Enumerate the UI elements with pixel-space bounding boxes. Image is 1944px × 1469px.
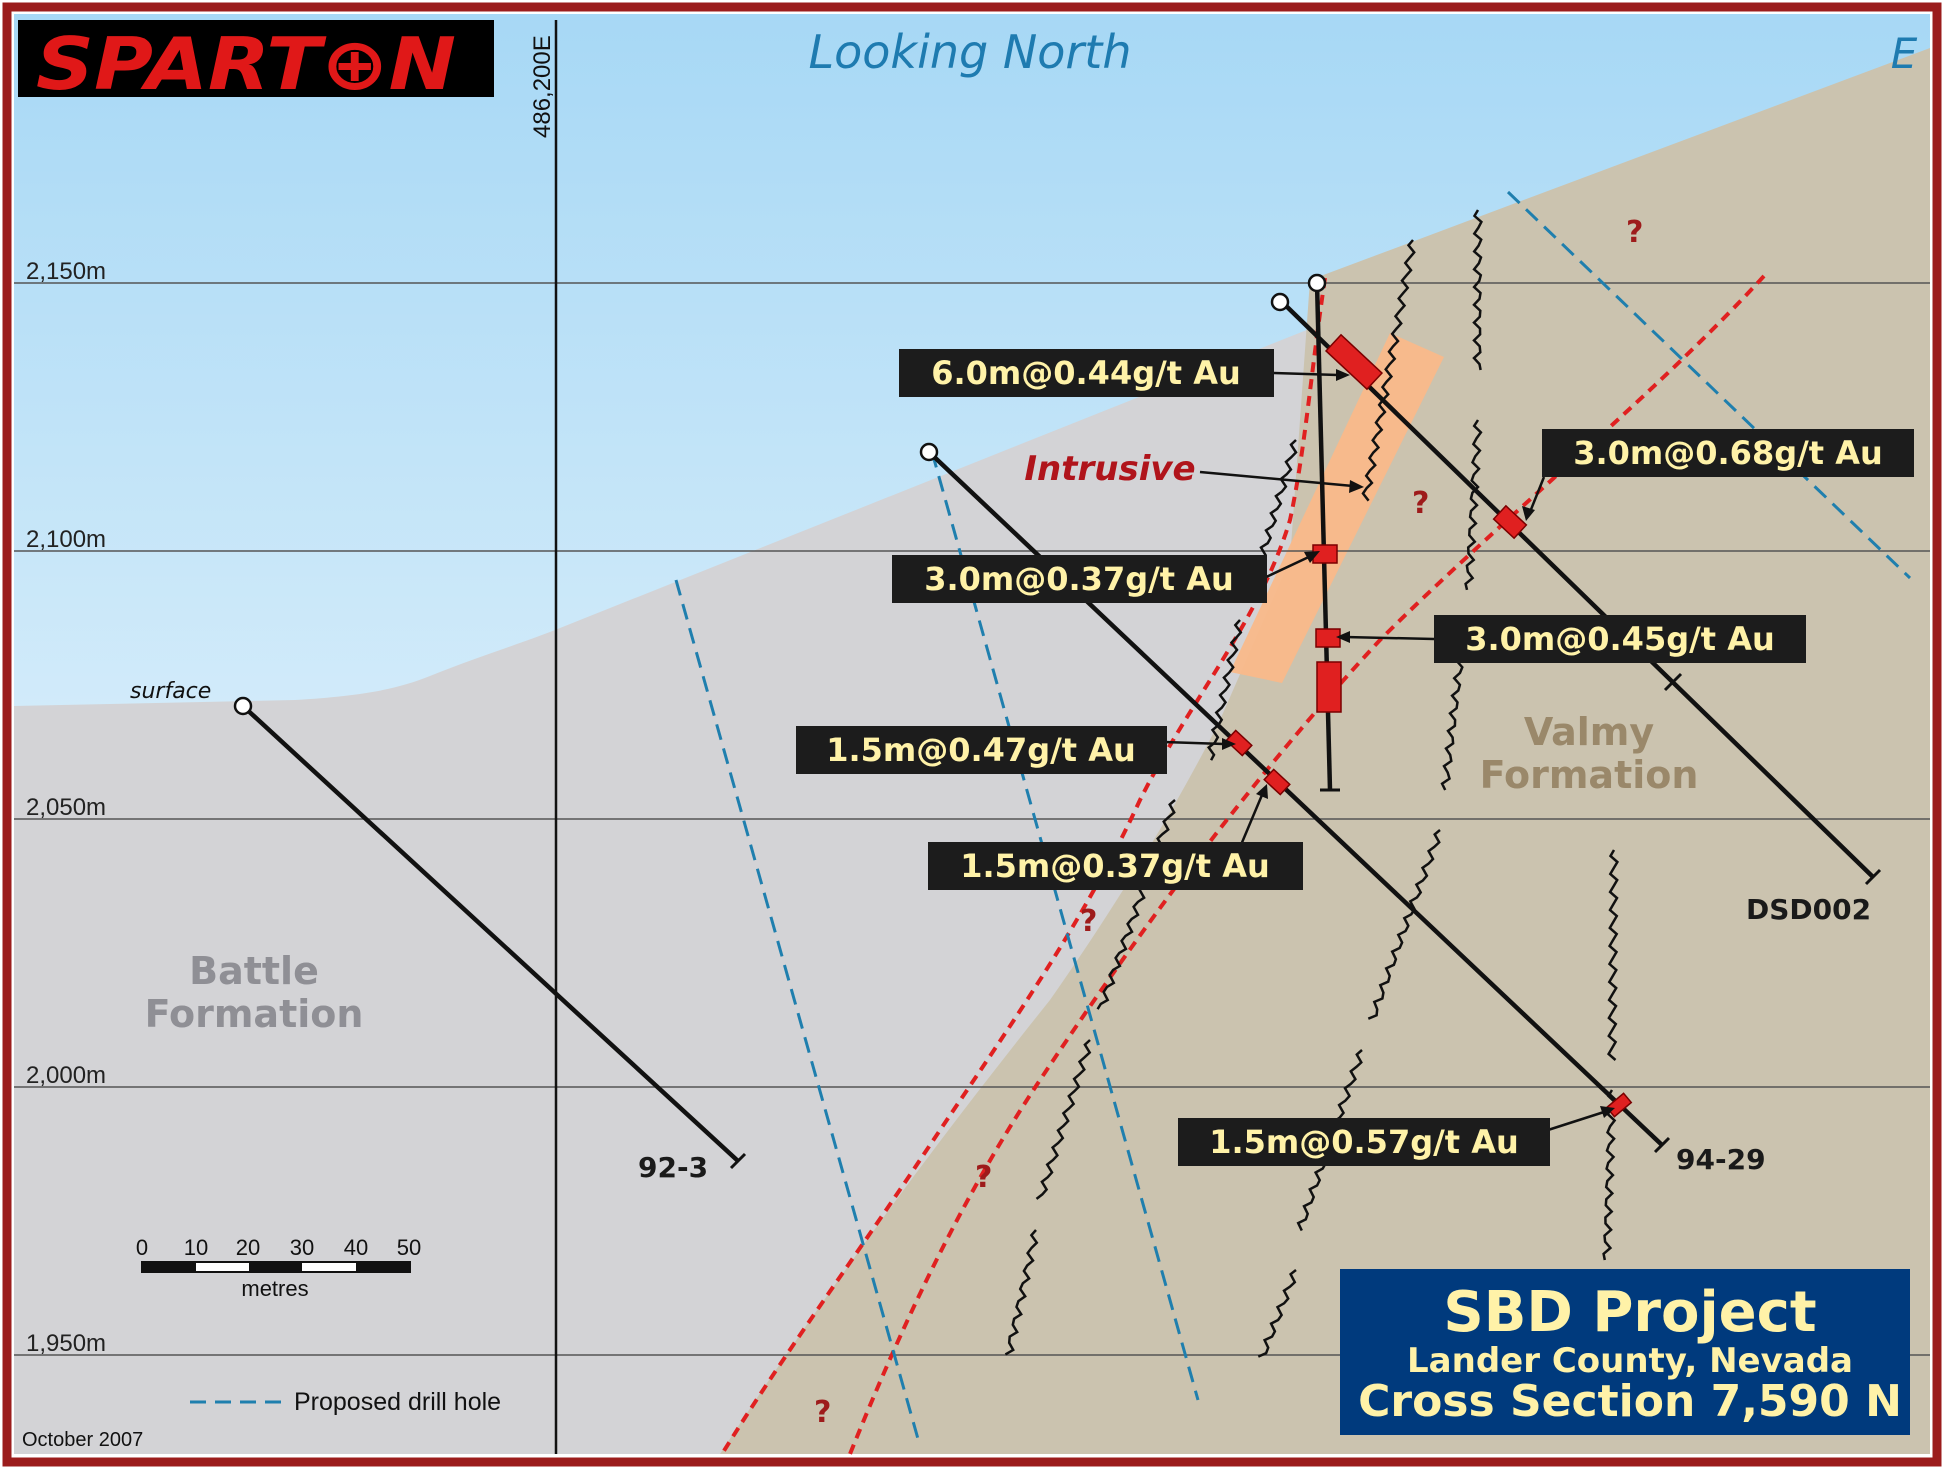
assay-labels: 6.0m@0.44g/t Au 3.0m@0.68g/t Au 3.0m@0.3… xyxy=(796,349,1914,1166)
hole-label-dsd002: DSD002 xyxy=(1746,893,1871,926)
elevation-label: 2,000m xyxy=(26,1062,106,1089)
assay-label: 1.5m@0.37g/t Au xyxy=(928,842,1303,890)
svg-text:3.0m@0.45g/t Au: 3.0m@0.45g/t Au xyxy=(1465,620,1775,658)
elevation-label: 2,150m xyxy=(26,258,106,285)
intercept-1-5-047 xyxy=(1225,729,1253,757)
date-label: October 2007 xyxy=(22,1429,143,1451)
svg-text:0: 0 xyxy=(136,1235,148,1260)
collar-vertical xyxy=(1307,273,1327,293)
collar-92-3 xyxy=(233,696,253,716)
east-label: E xyxy=(1891,29,1918,78)
elevation-label: 2,050m xyxy=(26,794,106,821)
question-mark: ? xyxy=(814,1395,831,1430)
collar-dsd002 xyxy=(1270,292,1290,312)
intercept-vert-low xyxy=(1316,661,1342,713)
structure-squiggle xyxy=(1096,799,1176,1010)
elevation-label: 1,950m xyxy=(26,1330,106,1357)
battle-formation-label: Battle Formation xyxy=(145,949,364,1036)
hole-label-94-29: 94-29 xyxy=(1676,1143,1766,1176)
drill-hole-92-3 xyxy=(241,704,740,1163)
company-logo: SPART⊕N xyxy=(18,20,494,106)
intercepts xyxy=(1225,333,1633,1118)
scale-bar: 0 10 20 30 40 50 metres xyxy=(136,1235,421,1301)
leader-lines xyxy=(1163,371,1605,1132)
structure-squiggle xyxy=(1004,1229,1039,1356)
svg-text:6.0m@0.44g/t Au: 6.0m@0.44g/t Au xyxy=(931,354,1241,392)
cross-section-title: Cross Section 7,590 N xyxy=(1358,1376,1902,1427)
drill-hole-dsd002 xyxy=(1278,298,1875,879)
intrusive-label: Intrusive xyxy=(1024,449,1195,489)
assay-label: 3.0m@0.37g/t Au xyxy=(892,555,1267,603)
svg-text:1.5m@0.37g/t Au: 1.5m@0.37g/t Au xyxy=(960,847,1270,885)
svg-text:30: 30 xyxy=(290,1235,314,1260)
collar-94-29 xyxy=(919,442,939,462)
logo-text: SPART⊕N xyxy=(36,22,456,106)
elevation-label: 2,100m xyxy=(26,526,106,553)
leader-arrowheads xyxy=(1222,369,1615,1118)
title-block: SBD Project Lander County, Nevada Cross … xyxy=(1340,1269,1910,1435)
proposed-drill-holes xyxy=(674,190,1912,1447)
assay-label: 3.0m@0.68g/t Au xyxy=(1542,429,1914,477)
svg-text:40: 40 xyxy=(344,1235,368,1260)
svg-text:50: 50 xyxy=(397,1235,421,1260)
intercept-1-5-057 xyxy=(1605,1092,1633,1118)
valmy-formation-label: Valmy Formation xyxy=(1480,710,1699,797)
view-direction-label: Looking North xyxy=(809,25,1132,79)
assay-label: 1.5m@0.57g/t Au xyxy=(1178,1118,1550,1166)
surface-label: surface xyxy=(130,679,211,704)
hole-collars xyxy=(233,273,1327,716)
project-location: Lander County, Nevada xyxy=(1407,1341,1853,1381)
assay-label: 3.0m@0.45g/t Au xyxy=(1434,615,1806,663)
intercept-3-0-068 xyxy=(1492,504,1528,540)
svg-text:Valmy: Valmy xyxy=(1524,710,1655,754)
legend-proposed-label: Proposed drill hole xyxy=(294,1388,501,1416)
svg-text:10: 10 xyxy=(184,1235,208,1260)
fault-lines xyxy=(720,274,1766,1456)
structure-squiggle xyxy=(1464,419,1483,591)
intercept-1-5-037 xyxy=(1263,768,1291,796)
structure-squiggle xyxy=(1206,619,1243,761)
svg-text:20: 20 xyxy=(236,1235,260,1260)
question-mark: ? xyxy=(1412,486,1429,521)
intercept-6-0 xyxy=(1324,333,1384,391)
structure-squiggle xyxy=(1472,209,1483,371)
structure-squiggle xyxy=(1035,1039,1092,1200)
svg-text:Battle: Battle xyxy=(189,949,319,993)
elevation-labels: 2,150m 2,100m 2,050m 2,000m 1,950m xyxy=(26,258,106,1357)
question-mark: ? xyxy=(1080,904,1097,939)
structure-squiggle xyxy=(1257,1269,1297,1358)
structure-squiggle xyxy=(1606,849,1620,1061)
structure-squiggle xyxy=(1367,829,1441,1020)
svg-text:metres: metres xyxy=(241,1276,308,1301)
assay-label: 1.5m@0.47g/t Au xyxy=(796,726,1167,774)
hole-end-ticks xyxy=(729,672,1882,1170)
intrusive-body xyxy=(1230,333,1444,683)
question-mark: ? xyxy=(1626,215,1643,250)
svg-text:3.0m@0.37g/t Au: 3.0m@0.37g/t Au xyxy=(924,560,1234,598)
svg-text:1.5m@0.57g/t Au: 1.5m@0.57g/t Au xyxy=(1209,1123,1519,1161)
structure-squiggle xyxy=(1361,239,1416,502)
svg-text:Formation: Formation xyxy=(145,992,364,1036)
svg-text:1.5m@0.47g/t Au: 1.5m@0.47g/t Au xyxy=(826,731,1136,769)
question-mark: ? xyxy=(975,1160,992,1195)
intercept-3-0-045 xyxy=(1315,628,1341,648)
assay-label: 6.0m@0.44g/t Au xyxy=(899,349,1274,397)
hole-label-92-3: 92-3 xyxy=(638,1151,708,1184)
easting-label: 486,200E xyxy=(529,35,556,138)
uncertainty-marks: ? ? ? ? ? xyxy=(814,215,1643,1430)
structure-squiggle xyxy=(1602,1089,1617,1261)
svg-text:Formation: Formation xyxy=(1480,753,1699,797)
project-title: SBD Project xyxy=(1443,1280,1816,1345)
svg-text:3.0m@0.68g/t Au: 3.0m@0.68g/t Au xyxy=(1573,434,1883,472)
legend: Proposed drill hole xyxy=(190,1388,501,1416)
